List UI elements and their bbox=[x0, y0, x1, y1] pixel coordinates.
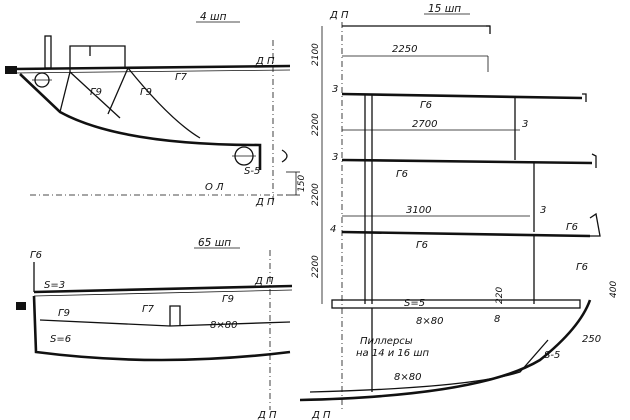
frame-65-size: 8×80 bbox=[210, 320, 237, 331]
deck-1-end bbox=[582, 93, 587, 102]
tank-top-size: 8×80 bbox=[416, 316, 443, 327]
dim-250: 250 bbox=[582, 334, 601, 345]
shell-s5: S-5 bbox=[544, 350, 560, 361]
deck-3-mark: 4 bbox=[330, 224, 336, 235]
frame-65-view: 65 шп Г6 S=3 Д П Г9 Г9 Г7 8×80 S=6 Д П bbox=[16, 237, 293, 420]
frame-4-dp-low: Д П bbox=[255, 197, 275, 208]
deck-2 bbox=[341, 158, 593, 165]
tank-top-220: 220 bbox=[495, 287, 505, 304]
frame-15-title: 15 шп bbox=[428, 3, 461, 15]
frame-15-view: 15 шп Д П Д П 2250 Г6 3 2700 3 Г6 3 3100… bbox=[299, 3, 619, 420]
deck-3 bbox=[341, 230, 591, 238]
dim-2250: 2250 bbox=[392, 44, 417, 55]
dim-2700-mark: 3 bbox=[522, 119, 528, 130]
frame-15-g6-right: Г6 bbox=[576, 262, 588, 273]
deck-1 bbox=[341, 92, 583, 100]
frame-15-dp-bottom: Д П bbox=[311, 410, 331, 420]
frame-65-dp-bottom: Д П bbox=[257, 410, 277, 420]
frame-65-g9b: Г9 bbox=[58, 308, 70, 319]
deck-2-end bbox=[591, 153, 597, 168]
deck-1-mark: 3 bbox=[332, 84, 338, 95]
frame-65-title: 65 шп bbox=[198, 237, 231, 249]
frame-4-dp: Д П bbox=[255, 56, 275, 67]
frame-65-g7: Г7 bbox=[142, 304, 155, 315]
frame-65-rail bbox=[16, 302, 26, 310]
frame-4-flange-top: Г7 bbox=[175, 72, 188, 83]
frame-65-dp: Д П bbox=[254, 276, 274, 287]
vdim-2200-a: 2200 bbox=[311, 113, 321, 136]
frame-4-deck-under bbox=[13, 69, 291, 74]
frame-4-height: 150 bbox=[297, 175, 307, 192]
bottom-size: 8×80 bbox=[394, 372, 421, 383]
tank-top bbox=[331, 299, 581, 309]
deck-3-g6: Г6 bbox=[566, 222, 578, 233]
frame-65-g6: Г6 bbox=[30, 250, 42, 261]
frame-65-s6: S=6 bbox=[50, 334, 71, 345]
tank-top-8: 8 bbox=[494, 314, 500, 325]
deck-3-flange: Г6 bbox=[416, 240, 428, 251]
frame-4-title: 4 шп bbox=[200, 11, 227, 23]
frame-4-notch bbox=[281, 149, 288, 163]
deck-2-flange: Г6 bbox=[396, 169, 408, 180]
vdim-2200-b: 2200 bbox=[311, 183, 321, 206]
deck-3-bulwark bbox=[589, 212, 601, 237]
vdim-2100: 2100 bbox=[311, 43, 321, 66]
frame-4-deck bbox=[13, 64, 291, 71]
deck-2-mark: 3 bbox=[332, 152, 338, 163]
pillars-note-1: Пиллерсы bbox=[360, 336, 413, 347]
frame-65-deck-under bbox=[33, 289, 293, 297]
frame-4-flange-mid: Г9 bbox=[140, 87, 152, 98]
frame-15-floor bbox=[309, 339, 549, 393]
frame-65-floor bbox=[39, 319, 291, 327]
pillars-note-2: на 14 и 16 шп bbox=[356, 348, 429, 359]
dim-3100: 3100 bbox=[406, 205, 431, 216]
frame-4-view: 4 шп Г9 Г9 Г7 S-5 Д П О Л Д П 150 bbox=[5, 11, 307, 208]
frame-65-deck bbox=[33, 284, 293, 294]
frame-65-shell bbox=[32, 295, 291, 362]
tank-top-plate: S=5 bbox=[404, 298, 425, 309]
frame-4-bulwark bbox=[44, 35, 52, 69]
frame-15-400: 400 bbox=[609, 281, 619, 298]
frame-4-brackets bbox=[59, 67, 201, 139]
dim-3100-mark: 3 bbox=[540, 205, 546, 216]
frame-65-girder bbox=[169, 305, 181, 326]
dim-2700: 2700 bbox=[412, 119, 437, 130]
frame-65-g9: Г9 bbox=[222, 294, 234, 305]
frame-4-shell bbox=[19, 73, 262, 170]
frame-15-dp-top: Д П bbox=[329, 10, 349, 21]
frame-4-hatch bbox=[69, 45, 126, 72]
deck-1-flange: Г6 bbox=[420, 100, 432, 111]
frame-15-top-bulwark bbox=[486, 25, 491, 34]
frame-4-plate: S-5 bbox=[244, 166, 260, 177]
frame-4-rail bbox=[5, 66, 17, 74]
frame-4-ol: О Л bbox=[205, 182, 224, 193]
frame-65-s3: S=3 bbox=[44, 280, 65, 291]
frame-15-shell bbox=[299, 299, 592, 402]
frame-4-flange-left: Г9 bbox=[90, 87, 102, 98]
vdim-2200-c: 2200 bbox=[311, 255, 321, 278]
pillar-left bbox=[364, 94, 373, 304]
